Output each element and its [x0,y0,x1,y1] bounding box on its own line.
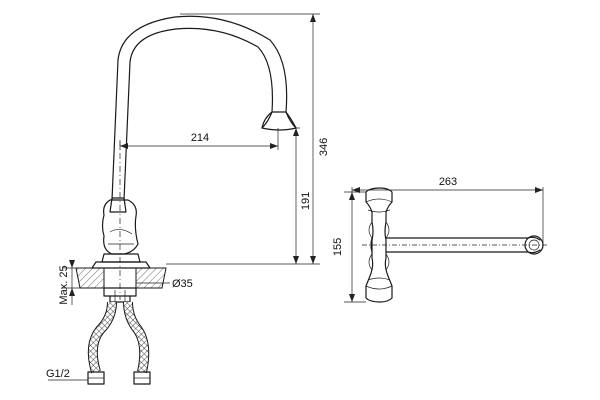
dim-hole-diameter: Ø35 [172,278,193,290]
spout-outer-outline [111,15,297,201]
top-handle-cap-upper [365,198,393,213]
lower-body [101,253,141,263]
side-dimensions: 346 191 214 Max. 25 Ø35 G1/2 [46,13,330,381]
countertop-section [75,267,167,289]
top-handle-cap-lower [365,277,393,290]
top-view [362,187,548,303]
top-spout-arm [385,237,529,253]
mounting-nut [103,287,137,297]
side-view [75,15,297,385]
dim-max-thickness: Max. 25 [58,265,70,304]
dim-thread: G1/2 [46,368,70,380]
top-dimensions: 263 155 [332,176,544,303]
mounting-stud [109,295,131,303]
dim-top-reach: 263 [439,176,457,188]
spout-aerator [261,111,297,131]
dim-spout-height: 191 [300,192,312,210]
dim-top-width: 155 [332,238,344,256]
spout-inner-outline [123,27,274,201]
dim-spout-reach: 214 [191,132,209,144]
handle-lever [101,199,139,255]
base-collar [91,261,151,269]
dim-total-height: 346 [318,138,330,156]
handle-detail [108,229,134,245]
top-handle-body [365,187,393,303]
